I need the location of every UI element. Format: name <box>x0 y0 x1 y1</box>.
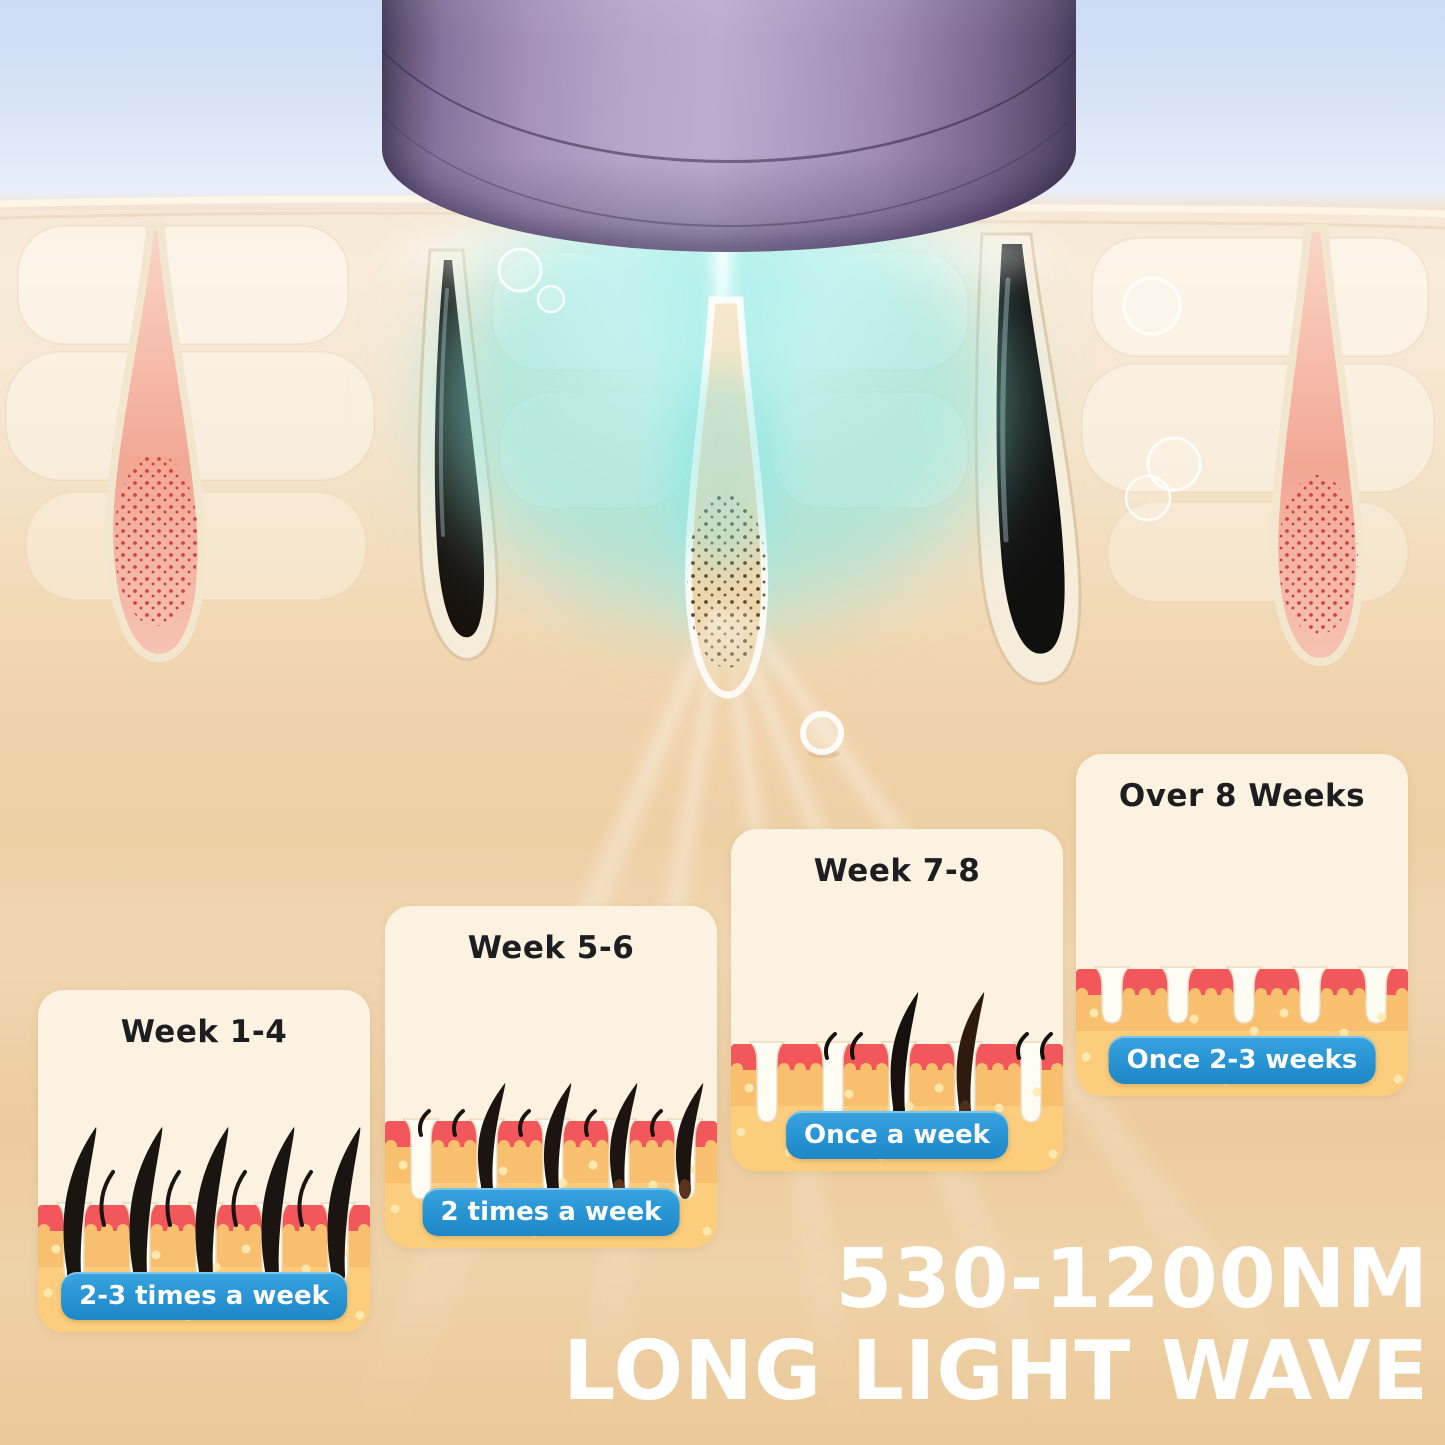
timeline-card-over-8-weeks: Over 8 Weeks <box>1076 754 1408 1096</box>
pink-follicle-left <box>105 222 206 663</box>
card-title: Over 8 Weeks <box>1118 778 1366 814</box>
dark-hair-right <box>974 232 1082 686</box>
headline-line-1: 530-1200NM <box>835 1232 1429 1327</box>
ipl-device-head <box>382 0 1076 252</box>
frequency-badge: 2 times a week <box>422 1188 680 1236</box>
pink-follicle-right <box>1270 224 1364 667</box>
device-shading <box>382 0 1076 252</box>
moisture-bubbles <box>497 247 1202 522</box>
card-title: Week 1-4 <box>120 1014 288 1050</box>
skin-stage-illustration-sparse-hair <box>731 992 1063 1171</box>
water-droplet <box>800 711 844 758</box>
card-title: Week 5-6 <box>467 930 635 966</box>
frequency-badge: Once a week <box>786 1111 1008 1159</box>
timeline-card-week-7-8: Week 7-8 <box>731 829 1063 1171</box>
headline-line-2: LONG LIGHT WAVE <box>563 1323 1429 1419</box>
card-title: Week 7-8 <box>813 853 981 889</box>
timeline-card-week-1-4: Week 1-4 <box>38 990 370 1332</box>
device-seam <box>382 0 1076 227</box>
frequency-badge: Once 2-3 weeks <box>1108 1036 1376 1084</box>
wavelength-headline: 530-1200NM LONG LIGHT WAVE <box>563 1234 1429 1418</box>
frequency-badge: 2-3 times a week <box>61 1272 347 1320</box>
timeline-card-week-5-6: Week 5-6 <box>385 906 717 1248</box>
